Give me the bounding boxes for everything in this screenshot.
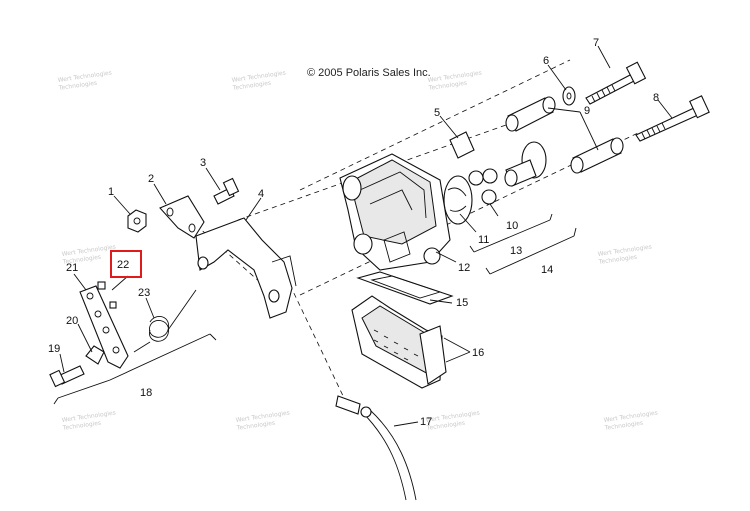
bushings-9 [505, 96, 624, 174]
washer-6 [562, 86, 576, 106]
highlighted-callout-22[interactable]: 22 [110, 250, 142, 278]
piston-assembly [443, 141, 547, 225]
callout-6: 6 [543, 55, 549, 67]
callout-10: 10 [506, 220, 518, 232]
leader-lines [53, 45, 673, 427]
callout-3: 3 [200, 157, 206, 169]
caliper-body [339, 153, 451, 271]
callout-9: 9 [584, 105, 590, 117]
bolt-19 [49, 365, 85, 388]
callout-15: 15 [456, 297, 468, 309]
callout-19: 19 [48, 343, 60, 355]
callout-8: 8 [653, 92, 659, 104]
pin-5 [449, 131, 475, 159]
bracket-4 [195, 217, 297, 319]
copyright-text: © 2005 Polaris Sales Inc. [307, 67, 431, 79]
callout-17: 17 [420, 416, 432, 428]
bolt-7 [585, 61, 647, 105]
callout-21: 21 [66, 262, 78, 274]
callout-14: 14 [541, 264, 553, 276]
callout-13: 13 [510, 245, 522, 257]
spring-23 [133, 289, 197, 353]
callout-18: 18 [140, 387, 152, 399]
cable-17 [335, 395, 417, 501]
callout-12: 12 [458, 262, 470, 274]
link-2 [159, 195, 205, 239]
pin-22 [97, 281, 117, 309]
nut-1 [127, 209, 147, 233]
washer-20 [85, 345, 105, 365]
callout-23: 23 [138, 287, 150, 299]
pad-spring-15 [356, 271, 454, 305]
bolt-3 [213, 177, 240, 205]
lever-21 [79, 285, 129, 369]
callout-16: 16 [472, 347, 484, 359]
brake-pads-16 [351, 295, 447, 389]
highlight-box [110, 250, 142, 278]
callout-1: 1 [108, 186, 114, 198]
callout-11: 11 [478, 234, 489, 246]
callout-4: 4 [258, 188, 264, 200]
callout-2: 2 [148, 173, 154, 185]
callout-7: 7 [593, 37, 599, 49]
callouts: 1 2 3 4 5 6 7 8 9 10 11 12 13 14 15 16 1… [48, 37, 659, 428]
callout-22: 22 [117, 259, 129, 271]
bolt-8 [635, 95, 710, 142]
callout-5: 5 [434, 107, 440, 119]
callout-20: 20 [66, 315, 78, 327]
